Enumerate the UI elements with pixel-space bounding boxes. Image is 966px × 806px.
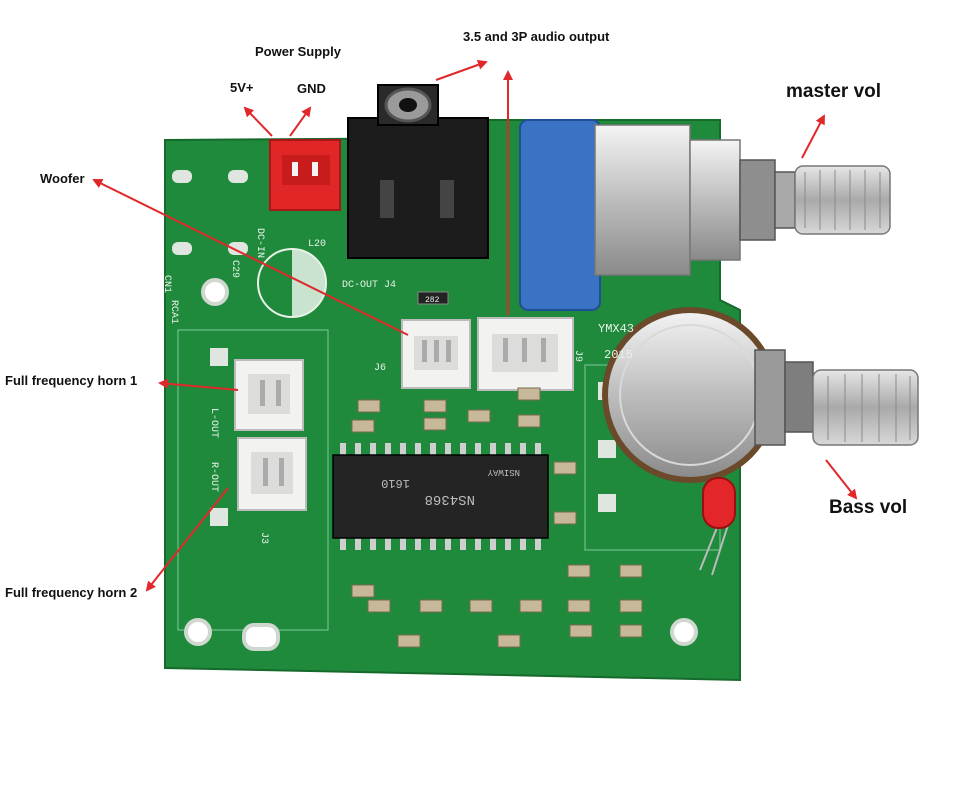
bass-volume-pot (602, 307, 919, 483)
connector-j9-output (477, 317, 574, 391)
silk-282: 282 (425, 296, 440, 305)
audio-jack-3-5mm (347, 84, 489, 259)
mount-slot (242, 623, 280, 651)
callout-arrows (92, 60, 858, 592)
label-master-vol: master vol (786, 81, 882, 102)
label-audio-output: 3.5 and 3P audio output (463, 29, 610, 44)
power-connector (269, 139, 341, 211)
chip-code: 1610 (381, 476, 410, 490)
arrow-woofer (92, 179, 409, 336)
connector-l-out (234, 359, 304, 431)
silk-dc-out: DC-OUT (342, 280, 378, 291)
silk-c29: C29 (229, 260, 240, 278)
arrow-gnd (289, 106, 312, 137)
connector-j6-woofer (401, 319, 471, 389)
connector-r-out (237, 437, 307, 511)
arrow-master (801, 114, 825, 159)
silk-r-out: R-OUT (208, 462, 219, 492)
arrow-bass (825, 459, 858, 500)
chip-marking: NS4368 (425, 491, 475, 507)
silk-j3: J3 (258, 532, 269, 544)
label-horn-2: Full frequency horn 2 (5, 585, 138, 600)
arrow-horn1 (158, 378, 239, 391)
mount-hole (201, 278, 229, 306)
silk-cn1: CN1 (161, 275, 172, 293)
silk-model: YMX43 (598, 322, 634, 336)
label-bass-vol: Bass vol (829, 497, 908, 518)
silk-j9: J9 (572, 350, 583, 362)
label-woofer: Woofer (40, 171, 85, 186)
arrow-horn2 (145, 487, 229, 592)
silk-j6: J6 (374, 363, 386, 374)
arrow-5v (243, 106, 273, 137)
silk-j4: J4 (384, 280, 396, 291)
chip-brand: NSIWAY (487, 467, 520, 477)
smd-components (351, 387, 643, 648)
silk-year: 2015 (604, 348, 633, 362)
arrow-jack (435, 60, 488, 81)
mount-hole (184, 618, 212, 646)
label-power-supply: Power Supply (255, 44, 341, 59)
silk-l-out: L-OUT (208, 408, 219, 438)
silk-rca1: RCA1 (168, 300, 179, 324)
resistor-282 (417, 291, 449, 305)
label-gnd: GND (297, 81, 326, 96)
master-volume-pot (519, 119, 891, 311)
mount-hole (670, 618, 698, 646)
silk-dc-in: DC-IN (254, 228, 265, 258)
amplifier-ic (332, 443, 549, 550)
silk-l20: L20 (308, 239, 326, 250)
label-horn-1: Full frequency horn 1 (5, 373, 138, 388)
red-led (699, 477, 736, 576)
label-5v: 5V+ (230, 80, 254, 95)
